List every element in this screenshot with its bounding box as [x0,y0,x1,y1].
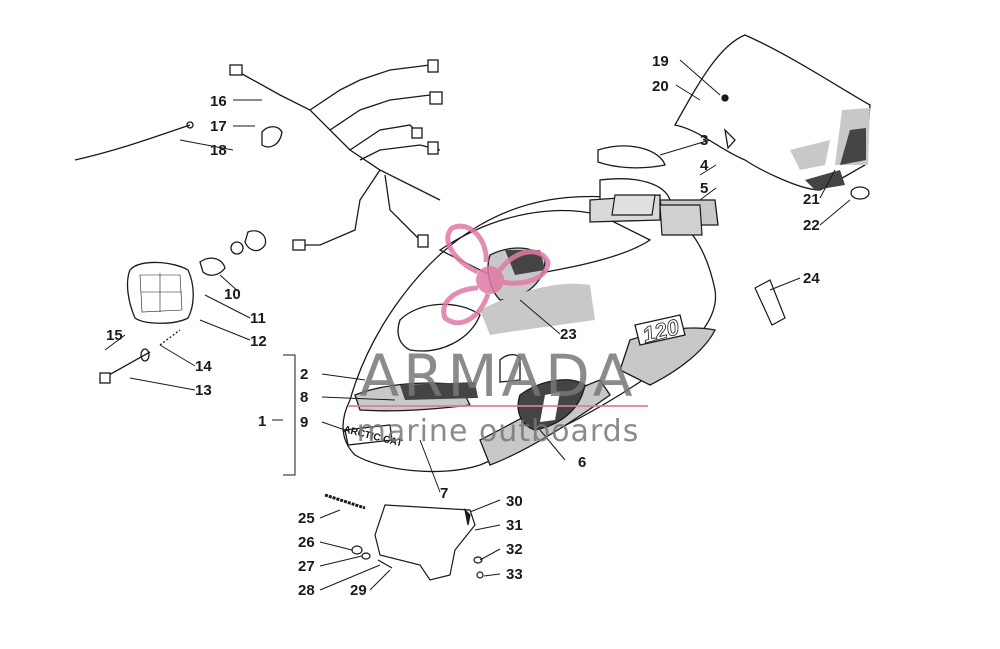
callout-7: 7 [440,485,448,502]
callout-10: 10 [224,286,241,303]
callout-5: 5 [700,180,708,197]
callout-30: 30 [506,493,523,510]
callout-4: 4 [700,157,709,174]
callout-8: 8 [300,389,308,406]
watermark-title: ARMADA [359,342,636,410]
callout-3: 3 [700,132,708,149]
callout-20: 20 [652,78,669,95]
windshield [673,34,871,200]
callout-9: 9 [300,414,308,431]
decals-and-hardware [324,194,786,581]
callout-28: 28 [298,582,315,599]
callout-15: 15 [106,327,123,344]
wiring-harness [74,59,443,251]
callout-2: 2 [300,366,308,383]
watermark-emblem-icon [441,223,551,326]
callout-12: 12 [250,333,267,350]
callout-29: 29 [350,582,367,599]
watermark: ARMADA marine outboards [348,223,648,449]
headlight-assembly [99,230,267,384]
callout-25: 25 [298,510,315,527]
callout-22: 22 [803,217,820,234]
callout-1: 1 [258,413,266,430]
callout-11: 11 [250,310,266,327]
callout-18: 18 [210,142,227,159]
callout-24: 24 [803,270,820,287]
hood [342,145,719,473]
callout-33: 33 [506,566,523,583]
callout-26: 26 [298,534,315,551]
callout-14: 14 [195,358,212,375]
callout-16: 16 [210,93,227,110]
callout-23: 23 [560,326,577,343]
leader-lines [104,59,851,591]
callout-17: 17 [210,118,227,135]
callout-numbers: 1 2 3 4 5 6 7 8 9 10 11 12 13 14 15 16 1… [106,53,820,599]
callout-19: 19 [652,53,669,70]
callout-27: 27 [298,558,315,575]
watermark-subtitle: marine outboards [357,414,640,449]
callout-21: 21 [803,191,820,208]
callout-32: 32 [506,541,523,558]
callout-31: 31 [506,517,523,534]
callout-13: 13 [195,382,212,399]
callout-6: 6 [578,454,586,471]
